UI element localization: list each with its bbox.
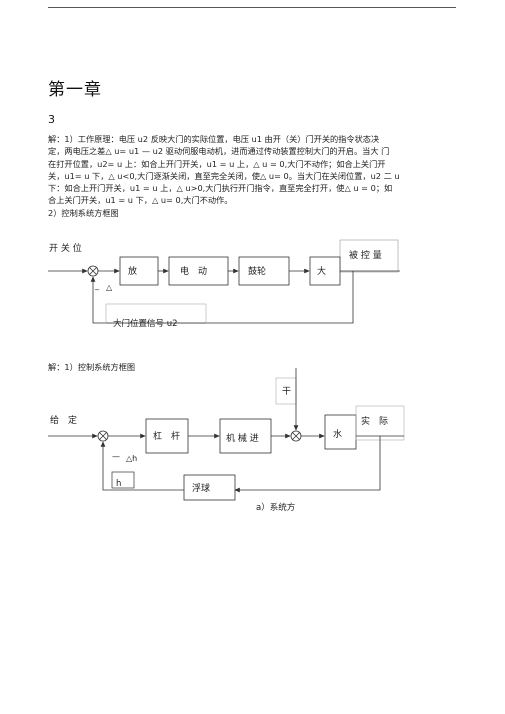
chapter-title: 第一章 (48, 80, 102, 100)
answer-2-heading: 解：1）控制系统方框图 (48, 362, 136, 372)
d1-feedback-line (90, 271, 354, 324)
answer-1-paragraph: 解：1）工作原理：电压 u2 反映大门的实际位置，电压 u1 由开（关）门开关的… (48, 133, 463, 219)
d2-block-float-label: 浮球 (192, 482, 210, 494)
d1-block-door-label: 大 (317, 265, 326, 277)
d1-delta-label: △ (106, 283, 113, 292)
d1-feedback-label: 大门位置信号 u2 (113, 318, 178, 329)
d2-block-lever-label: 杠 杆 (153, 430, 180, 442)
d1-block-amplifier-label: 放 (128, 265, 137, 277)
d1-block-drum-label: 鼓轮 (248, 265, 266, 277)
d2-caption: a）系统方 (256, 502, 295, 513)
d2-block-tank-label: 水 (333, 428, 342, 440)
d1-block-motor (168, 256, 229, 286)
answer-1-line: 定，两电压之差△ u= u1 — u2 驱动伺服电动机，进而通过传动装置控制大门… (48, 146, 390, 157)
d2-block-float (183, 474, 236, 501)
answer-1-line: 下：如合上开门开关，u1 = u 上，△ u>0,大门执行开门指令，直至完全打开… (48, 183, 393, 194)
d2-feedback-line-a (234, 436, 381, 493)
d2-disturbance-label: 干 (282, 386, 291, 397)
d1-block-amplifier (119, 256, 159, 286)
header-rule (48, 7, 456, 8)
d2-block-valve (219, 418, 272, 454)
d2-block-valve-label: 机 械 进 (226, 432, 259, 444)
d2-feedback-line-b (100, 441, 184, 491)
answer-1-line: 关，u1= u 下，△ u<0,大门逐渐关闭，直至完全关闭，使△ u= 0。当大… (48, 170, 400, 181)
d1-output-label-box (339, 239, 399, 273)
d2-h-label: h (116, 479, 121, 489)
d1-minus-sign: _ (94, 281, 100, 290)
section-number: 3 (48, 113, 55, 126)
answer-1-line: 在打开位置，u2= u 上：如合上开门开关，u1 = u 上，△ u = 0,大… (48, 158, 386, 169)
d1-input-label: 开 关 位 (49, 242, 82, 254)
d2-minus-sign: — (112, 452, 120, 461)
d2-block-lever (145, 418, 189, 454)
d2-summing-junction-1 (97, 430, 109, 442)
d1-block-door (309, 256, 341, 286)
d2-summing-junction-2 (290, 430, 302, 442)
d2-input-label: 给 定 (50, 414, 77, 426)
d1-block-drum (238, 256, 290, 286)
answer-1-line: 合上关门开关，u1 = u 下，△ u= 0,大门不动作。 (48, 195, 233, 206)
answer-1-subheading: 2）控制系统方框图 (48, 207, 119, 218)
d2-output-label: 实 际 (361, 415, 388, 427)
answer-1-line: 解：1）工作原理：电压 u2 反映大门的实际位置，电压 u1 由开（关）门开关的… (48, 134, 380, 144)
d1-block-motor-label: 电 动 (180, 265, 207, 277)
d1-output-label: 被 控 量 (349, 249, 382, 261)
d2-delta-h-label: △h (126, 454, 137, 463)
d2-h-label-box (111, 471, 135, 489)
